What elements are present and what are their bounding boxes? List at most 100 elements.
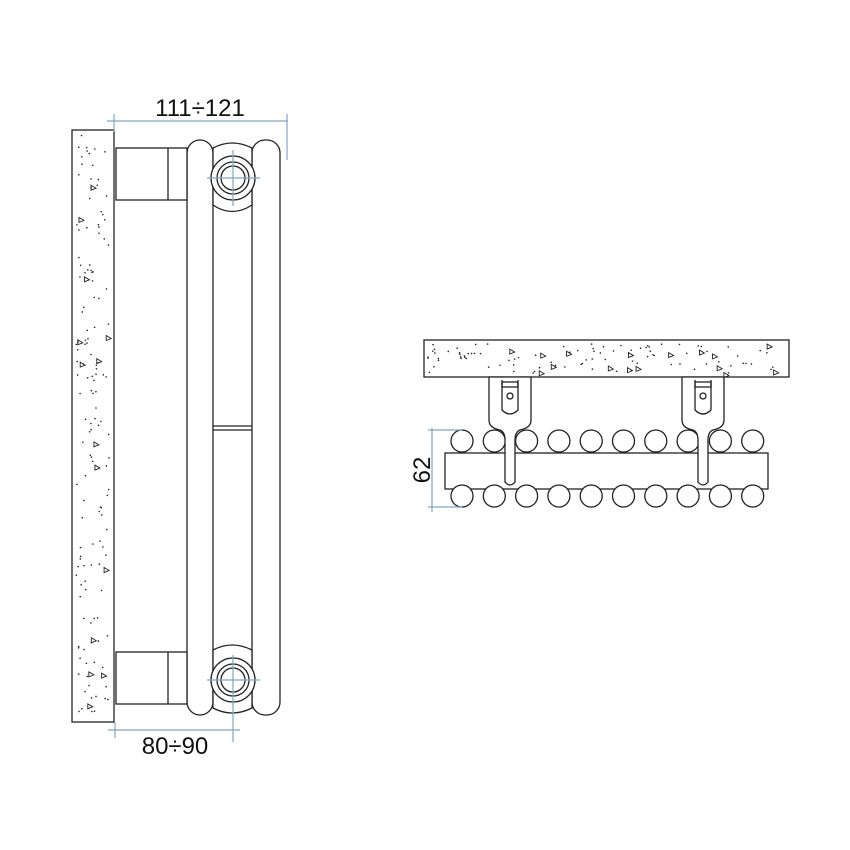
hatch-dot (599, 352, 602, 354)
hatch-triangle (627, 366, 634, 374)
hatch-dot (102, 546, 104, 548)
hatch-dot (79, 264, 82, 267)
hatch-dot (479, 352, 482, 355)
hatch-dot (79, 558, 82, 560)
hatch-dot (766, 352, 768, 354)
hatch-dot (97, 223, 100, 226)
tube-top-row (708, 429, 733, 453)
hatch-dot (80, 155, 83, 158)
tube-top-row (547, 429, 571, 453)
hatch-dot (91, 375, 94, 378)
height-dimension-label: 62 (409, 457, 436, 484)
hatch-dot (76, 360, 78, 363)
hatch-dot (612, 350, 615, 352)
tube-bottom-row (708, 484, 733, 508)
hatch-dot (97, 640, 100, 642)
hatch-dot (90, 269, 92, 272)
hatch-dot (432, 343, 434, 346)
tube-bottom-row (644, 484, 668, 508)
hatch-dot (456, 347, 458, 349)
hatch-triangle (540, 352, 547, 359)
tube-top-row (644, 429, 668, 453)
hatch-dot (486, 343, 489, 345)
hatch-dot (95, 368, 98, 370)
concrete-hatch-side (75, 134, 113, 713)
hatch-dot (77, 646, 80, 649)
hatch-dot (76, 348, 79, 351)
hatch-dot (745, 362, 747, 365)
hatch-dot (91, 710, 93, 713)
hatch-dot (770, 368, 772, 371)
hatch-dot (105, 465, 108, 467)
hatch-dot (512, 364, 515, 366)
tube-bottom-row (676, 484, 700, 508)
hatch-triangle (635, 365, 643, 373)
hatch-dot (564, 366, 566, 368)
hatch-triangle (566, 350, 573, 357)
hatch-dot (464, 356, 466, 358)
hatch-dot (102, 374, 105, 376)
top-view: 62 (409, 339, 790, 512)
hatch-dot (474, 343, 477, 346)
hatch-dot (77, 565, 79, 568)
hatch-dot (91, 280, 94, 282)
hatch-dot (86, 342, 88, 344)
hatch-dot (431, 350, 434, 352)
tube-top-row (482, 429, 506, 453)
hatch-dot (83, 306, 85, 309)
hatch-dot (75, 574, 78, 576)
hatch-dot (447, 350, 450, 353)
hatch-dot (80, 134, 83, 137)
hatch-dot (593, 350, 595, 353)
hatch-dot (93, 326, 96, 329)
hatch-dot (90, 564, 93, 566)
hatch-dot (94, 148, 96, 150)
hatch-dot (95, 407, 97, 409)
hatch-dot (705, 363, 708, 365)
hatch-dot (660, 343, 663, 346)
hatch-dot (90, 622, 92, 624)
wall-distance-dimension-label: 80÷90 (142, 733, 209, 760)
hatch-triangle (93, 441, 100, 448)
hatch-dot (470, 352, 473, 355)
hatch-dot (727, 345, 730, 348)
hatch-dot (102, 213, 104, 216)
hatch-dot (630, 349, 633, 352)
hatch-dot (98, 226, 100, 228)
hatch-triangle (78, 216, 85, 224)
hatch-dot (99, 506, 102, 508)
hatch-dot (106, 494, 109, 497)
hatch-dot (104, 697, 106, 700)
bracket-screw-icon (699, 392, 707, 400)
hatch-dot (736, 355, 739, 357)
hatch-dot (90, 178, 92, 180)
radiator-tube-front (186, 139, 214, 716)
wall-bracket (488, 376, 532, 486)
hatch-dot (107, 323, 110, 325)
tube-top-row (450, 429, 474, 453)
hatch-dot (590, 343, 593, 345)
bracket-body (488, 376, 532, 486)
hatch-dot (88, 152, 91, 155)
hatch-dot (534, 354, 537, 357)
hatch-dot (107, 433, 110, 436)
hatch-triangle (103, 566, 111, 574)
hatch-dot (639, 347, 642, 349)
hatch-dot (532, 372, 534, 374)
hatch-dot (100, 210, 103, 213)
hatch-dot (106, 634, 109, 637)
hatch-dot (84, 343, 86, 345)
hatch-dot (79, 392, 81, 395)
hatch-dot (636, 362, 639, 364)
hatch-dot (645, 346, 647, 349)
hatch-dot (107, 244, 110, 246)
hatch-dot (459, 353, 461, 356)
hatch-dot (79, 546, 82, 549)
hatch-triangle (773, 369, 780, 376)
hatch-dot (706, 350, 708, 353)
hatch-triangle (712, 353, 719, 360)
hatch-dot (678, 343, 681, 346)
wall-bracket (681, 376, 725, 486)
hatch-dot (576, 349, 579, 352)
hatch-dot (592, 347, 594, 350)
